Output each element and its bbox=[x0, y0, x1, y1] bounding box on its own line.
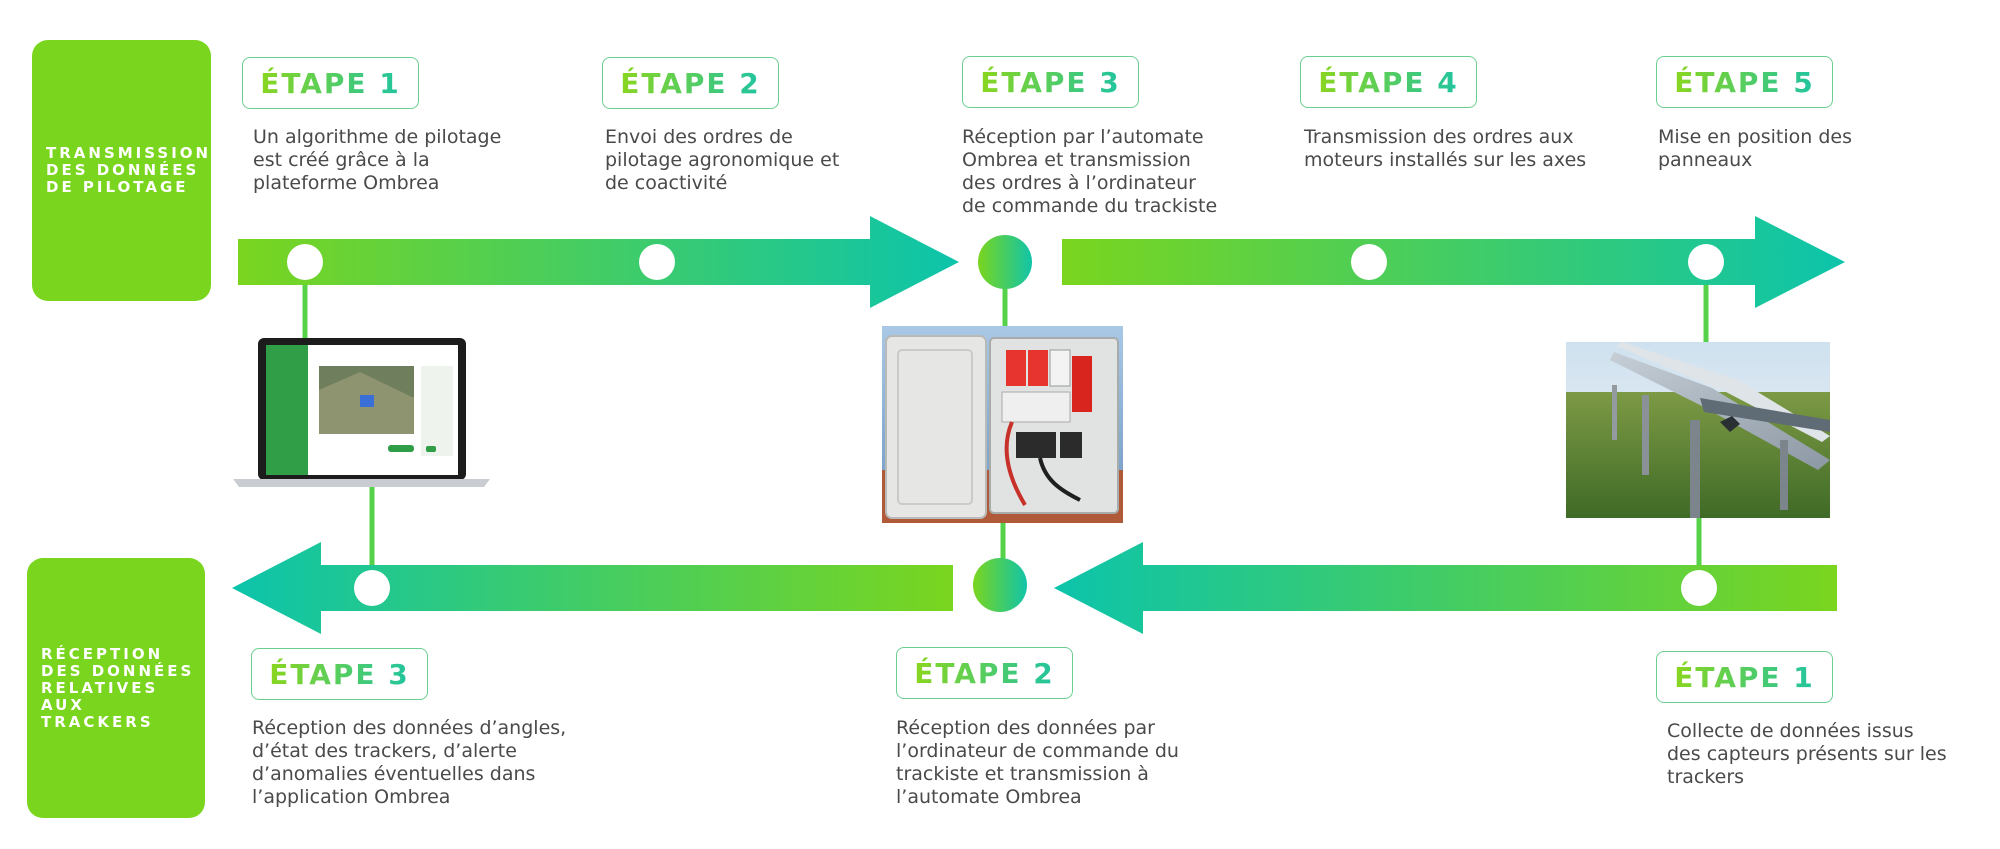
top-step-4-badge: ÉTAPE 4 bbox=[1300, 56, 1477, 108]
top-arrow-2 bbox=[1062, 216, 1845, 308]
bottom-step-3-badge: ÉTAPE 3 bbox=[251, 648, 428, 700]
side-label-line: AUX TRACKERS bbox=[41, 695, 154, 731]
side-label-line: DE PILOTAGE bbox=[46, 178, 189, 196]
side-label-transmission: TRANSMISSION DES DONNÉES DE PILOTAGE bbox=[32, 40, 211, 301]
bottom-arrow-2 bbox=[1054, 542, 1837, 634]
side-label-line: RÉCEPTION bbox=[41, 644, 164, 663]
bottom-step-1-badge: ÉTAPE 1 bbox=[1656, 651, 1833, 703]
electrical-cabinet-illustration bbox=[882, 326, 1123, 523]
side-label-line: DES DONNÉES bbox=[41, 661, 195, 680]
hub-node-top bbox=[978, 235, 1032, 289]
hub-node-bottom bbox=[973, 558, 1027, 612]
bottom-step-2-badge: ÉTAPE 2 bbox=[896, 647, 1073, 699]
top-step-3-badge: ÉTAPE 3 bbox=[962, 56, 1139, 108]
bottom-arrow-1 bbox=[232, 542, 953, 634]
laptop-illustration bbox=[233, 338, 490, 487]
side-label-line: RELATIVES bbox=[41, 678, 159, 697]
side-label-line: TRANSMISSION bbox=[46, 144, 212, 162]
top-step-1-badge: ÉTAPE 1 bbox=[242, 57, 419, 109]
solar-trackers-illustration bbox=[1566, 342, 1830, 518]
top-step-2-badge: ÉTAPE 2 bbox=[602, 57, 779, 109]
top-step-5-badge: ÉTAPE 5 bbox=[1656, 56, 1833, 108]
side-label-reception: RÉCEPTION DES DONNÉES RELATIVES AUX TRAC… bbox=[27, 558, 205, 818]
side-label-line: DES DONNÉES bbox=[46, 161, 200, 179]
connector-lines bbox=[302, 262, 1709, 572]
step-nodes bbox=[287, 244, 1724, 606]
top-arrow-1 bbox=[238, 216, 959, 308]
bottom-step-3-description: Réception des données d’angles,d’état de… bbox=[252, 717, 567, 808]
